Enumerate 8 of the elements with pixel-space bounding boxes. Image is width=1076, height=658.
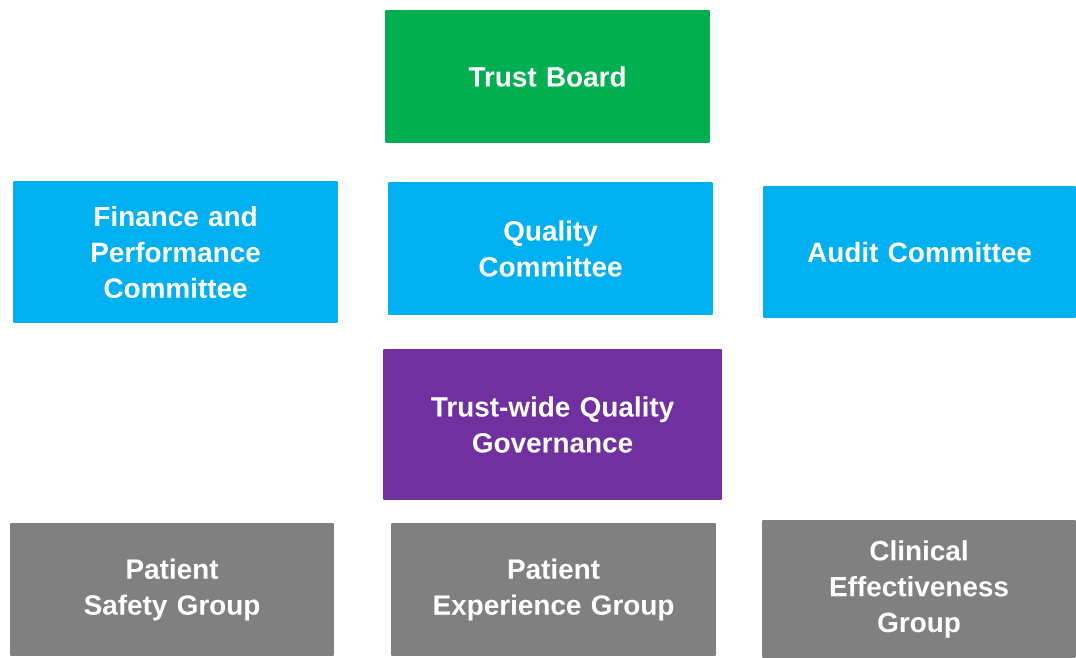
committee-box: Finance and Performance Committee — [13, 181, 338, 323]
committee-box: Patient Safety Group — [10, 523, 334, 656]
committee-box: Quality Committee — [388, 182, 713, 315]
committee-box: Patient Experience Group — [391, 523, 716, 656]
committee-box: Audit Committee — [763, 186, 1076, 318]
committee-box: Trust-wide Quality Governance — [383, 349, 722, 500]
committee-box: Clinical Effectiveness Group — [762, 520, 1076, 658]
committee-box: Trust Board — [385, 10, 710, 143]
